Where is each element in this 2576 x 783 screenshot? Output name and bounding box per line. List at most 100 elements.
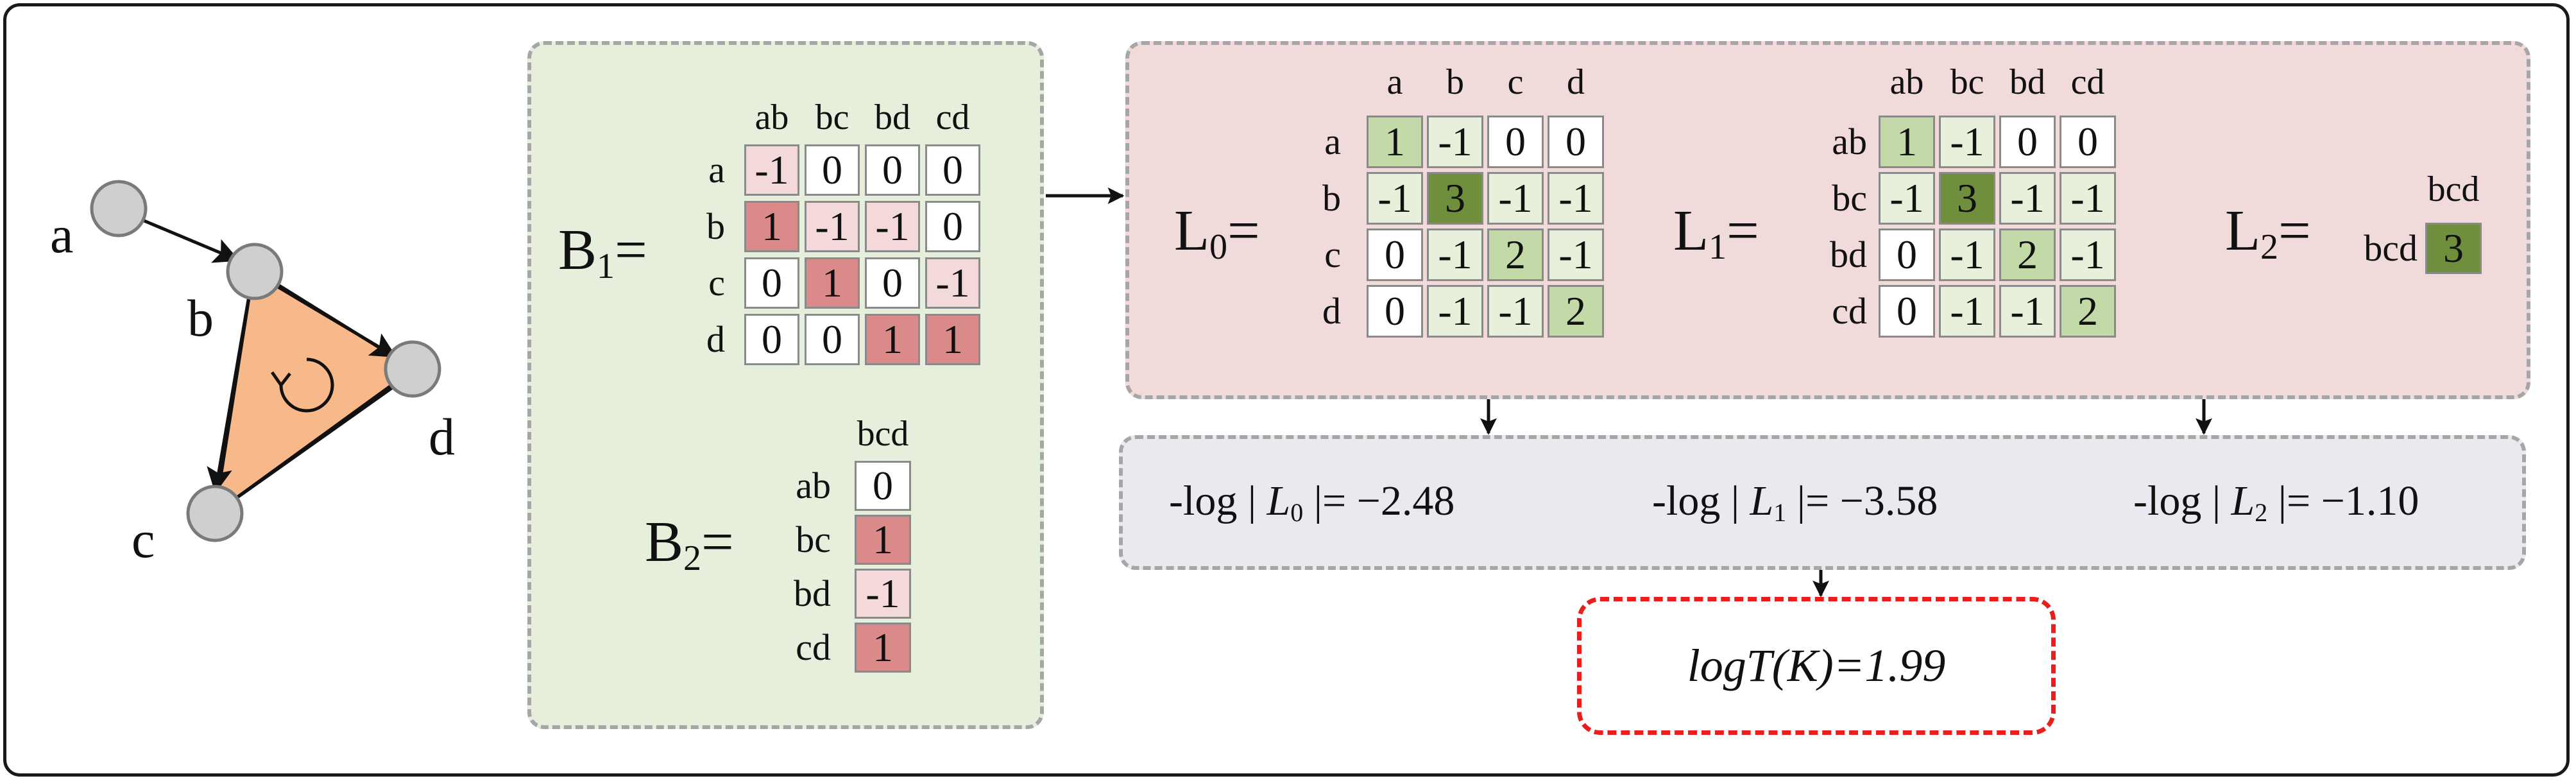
b1-row-label: b — [706, 205, 725, 247]
node-label-a: a — [50, 205, 74, 264]
l1-cell: 3 — [1939, 172, 1995, 225]
b2-label: B2= — [645, 510, 734, 578]
b1-cell: -1 — [925, 257, 980, 309]
l1-cell: 0 — [1999, 116, 2056, 168]
b1-row-label: c — [708, 262, 725, 304]
result-text: logT(K)=1.99 — [1687, 640, 1946, 691]
edge-bc — [207, 288, 252, 494]
b1-cell: 1 — [805, 257, 860, 309]
l0-cell: -1 — [1427, 285, 1483, 338]
b1-col-label: cd — [935, 98, 970, 137]
b1-cell: 0 — [925, 144, 980, 196]
l1-cell: -1 — [1999, 172, 2056, 225]
result-box: logT(K)=1.99 — [1577, 597, 2056, 735]
b2-row-label: ab — [796, 465, 831, 506]
l1-cell: 1 — [1879, 116, 1935, 168]
log-determinant-panel — [1119, 435, 2526, 570]
l1-cell: 2 — [1999, 228, 2056, 281]
l0-cell: 2 — [1548, 285, 1604, 338]
l1-row-label: bc — [1832, 177, 1867, 219]
b1-cell: -1 — [805, 201, 860, 252]
l1-col-label: cd — [2070, 62, 2105, 102]
l0-cell: -1 — [1548, 228, 1604, 281]
logdet-l1: -log | L1 |= −3.58 — [1652, 478, 1938, 527]
node-c — [186, 485, 244, 542]
node-b — [226, 243, 284, 300]
b1-cell: 0 — [925, 201, 980, 252]
l1-col-label: ab — [1889, 62, 1924, 102]
l1-cell: -1 — [2060, 172, 2116, 225]
l1-cell: -1 — [1999, 285, 2056, 338]
b2-cell: 1 — [855, 515, 911, 565]
l1-col-label: bd — [2009, 62, 2045, 102]
b1-cell: 0 — [865, 257, 920, 309]
b1-cell: 0 — [805, 314, 860, 365]
b1-cell: 1 — [925, 314, 980, 365]
l0-cell: 0 — [1548, 116, 1604, 168]
l1-cell: 0 — [2060, 116, 2116, 168]
b2-col-label: bcd — [857, 414, 909, 454]
l0-cell: -1 — [1367, 172, 1423, 225]
l0-col-label: a — [1386, 62, 1403, 102]
l1-cell: 0 — [1879, 285, 1935, 338]
l0-cell: -1 — [1427, 228, 1483, 281]
b1-cell: 0 — [744, 314, 799, 365]
b1-col-label: bd — [874, 98, 910, 137]
l1-cell: 2 — [2060, 285, 2116, 338]
l0-cell: -1 — [1487, 285, 1544, 338]
edge-ab — [133, 214, 240, 263]
b1-col-label: ab — [755, 98, 789, 137]
l0-cell: 0 — [1367, 228, 1423, 281]
l2-row-label: bcd — [2364, 227, 2418, 269]
b1-cell: 0 — [865, 144, 920, 196]
l2-col-label: bcd — [2427, 169, 2480, 209]
b2-cell: 1 — [855, 623, 911, 673]
logdet-l2: -log | L2 |= −1.10 — [2133, 478, 2419, 527]
l0-row-label: b — [1322, 177, 1341, 219]
l0-cell: -1 — [1487, 172, 1544, 225]
b2-row-label: bc — [796, 519, 831, 560]
l0-cell: -1 — [1427, 116, 1483, 168]
l0-row-label: c — [1324, 234, 1341, 275]
l1-cell: -1 — [1879, 172, 1935, 225]
b1-label: B1= — [558, 218, 647, 286]
node-d — [384, 340, 441, 398]
b1-cell: 0 — [744, 257, 799, 309]
l0-cell: 0 — [1367, 285, 1423, 338]
b2-cell: 0 — [855, 461, 911, 511]
l0-cell: 2 — [1487, 228, 1544, 281]
b1-row-label: a — [708, 149, 725, 191]
l0-cell: -1 — [1548, 172, 1604, 225]
l0-label: L0= — [1174, 199, 1260, 267]
b1-cell: 0 — [805, 144, 860, 196]
l0-row-label: a — [1324, 121, 1341, 162]
l0-row-label: d — [1322, 290, 1341, 332]
l1-cell: -1 — [2060, 228, 2116, 281]
b1-cell: 1 — [865, 314, 920, 365]
l1-row-label: bd — [1830, 234, 1867, 275]
b2-row-label: bd — [794, 572, 831, 614]
l1-cell: -1 — [1939, 285, 1995, 338]
l1-cell: -1 — [1939, 228, 1995, 281]
l1-cell: -1 — [1939, 116, 1995, 168]
l0-cell: 3 — [1427, 172, 1483, 225]
edge-bd — [267, 279, 397, 358]
b1-cell: -1 — [744, 144, 799, 196]
b1-col-label: bc — [815, 98, 849, 137]
l2-label: L2= — [2225, 199, 2311, 267]
node-label-d: d — [429, 408, 455, 466]
l2-cell: 3 — [2425, 223, 2482, 274]
edge-cd — [230, 382, 399, 504]
l1-row-label: cd — [1832, 290, 1867, 332]
figure-frame — [3, 3, 2570, 777]
node-label-c: c — [132, 510, 155, 569]
node-a — [90, 180, 148, 237]
laplacian-matrices-panel — [1125, 41, 2530, 399]
l0-col-label: d — [1567, 62, 1585, 102]
b2-cell: -1 — [855, 569, 911, 619]
l1-cell: 0 — [1879, 228, 1935, 281]
l0-col-label: c — [1507, 62, 1524, 102]
b1-row-label: d — [706, 318, 725, 360]
